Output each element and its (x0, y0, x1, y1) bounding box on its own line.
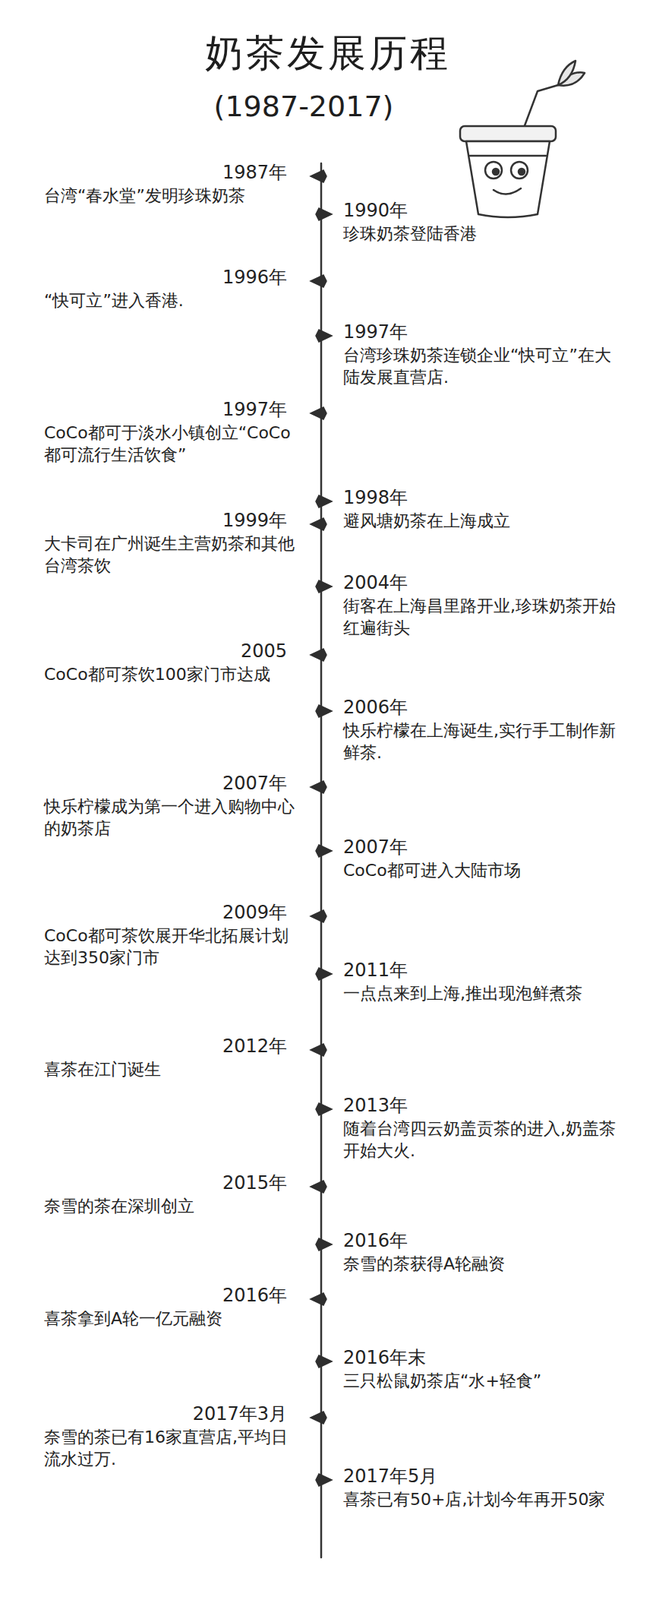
event-text: 大卡司在广州诞生主营奶茶和其他台湾茶饮 (44, 532, 301, 577)
timeline-marker (315, 329, 332, 342)
timeline-marker (315, 580, 332, 593)
timeline-entry: 2005CoCo都可茶饮100家门市达成 (44, 639, 301, 685)
timeline-entry: 1999年大卡司在广州诞生主营奶茶和其他台湾茶饮 (44, 508, 301, 577)
cup-icon (460, 60, 585, 218)
event-text: 避风塘奶茶在上海成立 (343, 509, 626, 532)
year-label: 2007年 (343, 835, 626, 859)
timeline-marker (310, 517, 327, 530)
year-label: 2005 (44, 639, 301, 663)
timeline-marker (315, 1472, 332, 1486)
date-range: (1987-2017) (0, 89, 608, 125)
timeline-marker (310, 1292, 327, 1305)
event-text: 快乐柠檬成为第一个进入购物中心的奶茶店 (44, 794, 301, 839)
year-label: 1990年 (343, 198, 626, 223)
timeline-marker (315, 1354, 332, 1367)
year-label: 2017年3月 (44, 1401, 301, 1426)
event-text: CoCo都可进入大陆市场 (343, 858, 626, 881)
year-label: 1997年 (44, 397, 301, 422)
event-text: 喜茶拿到A轮一亿元融资 (44, 1306, 301, 1329)
timeline-entry: 2012年喜茶在江门诞生 (44, 1034, 301, 1080)
timeline-entry: 2011年一点点来到上海,推出现泡鲜煮茶 (343, 958, 626, 1004)
year-label: 2011年 (343, 958, 626, 982)
timeline-marker (310, 648, 327, 661)
timeline-entry: 2007年快乐柠檬成为第一个进入购物中心的奶茶店 (44, 771, 301, 839)
timeline-entry: 2006年快乐柠檬在上海诞生,实行手工制作新鲜茶. (343, 695, 626, 764)
event-text: 三只松鼠奶茶店“水+轻食” (343, 1368, 626, 1391)
timeline-marker (310, 909, 327, 922)
timeline-marker (310, 406, 327, 420)
timeline-entry: 1990年珍珠奶茶登陆香港 (343, 198, 626, 245)
event-text: 喜茶在江门诞生 (44, 1057, 301, 1080)
timeline-entry: 2009年CoCo都可茶饮展开华北拓展计划达到350家门市 (44, 900, 301, 969)
timeline-marker (315, 844, 332, 857)
timeline-entry: 2013年随着台湾四云奶盖贡茶的进入,奶盖茶开始大火. (343, 1093, 626, 1161)
event-text: 喜茶已有50+店,计划今年再开50家 (343, 1487, 626, 1510)
year-label: 2004年 (343, 570, 626, 595)
year-label: 1998年 (343, 485, 626, 510)
timeline-entry: 1998年避风塘奶茶在上海成立 (343, 485, 626, 532)
timeline-marker (310, 170, 327, 183)
timeline-marker (315, 495, 332, 508)
timeline-entry: 1997年CoCo都可于淡水小镇创立“CoCo都可流行生活饮食” (44, 397, 301, 466)
timeline-entry: 1987年台湾“春水堂”发明珍珠奶茶 (44, 160, 301, 207)
event-text: 随着台湾四云奶盖贡茶的进入,奶盖茶开始大火. (343, 1116, 626, 1161)
timeline-marker (310, 274, 327, 287)
timeline-entry: 2016年喜茶拿到A轮一亿元融资 (44, 1283, 301, 1329)
timeline-entry: 2007年CoCo都可进入大陆市场 (343, 835, 626, 881)
year-label: 2007年 (44, 771, 301, 795)
timeline-marker (315, 704, 332, 717)
timeline-marker (310, 1043, 327, 1056)
year-label: 1987年 (44, 160, 301, 185)
year-label: 2016年末 (343, 1345, 626, 1369)
year-label: 1996年 (44, 265, 301, 290)
event-text: “快可立”进入香港. (44, 289, 301, 312)
timeline-marker (310, 1179, 327, 1193)
event-text: CoCo都可茶饮100家门市达成 (44, 662, 301, 685)
timeline-entry: 2015年奈雪的茶在深圳创立 (44, 1170, 301, 1217)
event-text: CoCo都可于淡水小镇创立“CoCo都可流行生活饮食” (44, 421, 301, 466)
timeline-marker (310, 780, 327, 793)
timeline-marker (315, 1237, 332, 1250)
year-label: 2009年 (44, 900, 301, 925)
timeline-axis (320, 163, 323, 1557)
timeline-entry: 2017年5月喜茶已有50+店,计划今年再开50家 (343, 1463, 626, 1510)
event-text: 珍珠奶茶登陆香港 (343, 222, 626, 245)
event-text: 一点点来到上海,推出现泡鲜煮茶 (343, 981, 626, 1004)
year-label: 2015年 (44, 1170, 301, 1195)
year-label: 1997年 (343, 320, 626, 344)
event-text: 台湾“春水堂”发明珍珠奶茶 (44, 184, 301, 207)
event-text: 奈雪的茶在深圳创立 (44, 1194, 301, 1217)
timeline-marker (315, 208, 332, 221)
event-text: 台湾珍珠奶茶连锁企业“快可立”在大陆发展直营店. (343, 343, 626, 388)
chart-title: 奶茶发展历程 (0, 30, 656, 76)
timeline-entry: 2004年街客在上海昌里路开业,珍珠奶茶开始红遍街头 (343, 570, 626, 639)
event-text: 奈雪的茶已有16家直营店,平均日流水过万. (44, 1425, 301, 1470)
timeline-entry: 2016年末三只松鼠奶茶店“水+轻食” (343, 1345, 626, 1391)
event-text: 街客在上海昌里路开业,珍珠奶茶开始红遍街头 (343, 594, 626, 639)
year-label: 2013年 (343, 1093, 626, 1117)
year-label: 2016年 (343, 1228, 626, 1253)
year-label: 2012年 (44, 1034, 301, 1058)
year-label: 2006年 (343, 695, 626, 720)
year-label: 1999年 (44, 508, 301, 533)
event-text: 快乐柠檬在上海诞生,实行手工制作新鲜茶. (343, 719, 626, 764)
timeline-marker (315, 967, 332, 980)
timeline-entry: 2016年奈雪的茶获得A轮融资 (343, 1228, 626, 1275)
timeline-marker (310, 1410, 327, 1423)
year-label: 2016年 (44, 1283, 301, 1307)
timeline-entry: 1997年台湾珍珠奶茶连锁企业“快可立”在大陆发展直营店. (343, 320, 626, 388)
timeline-entry: 2017年3月奈雪的茶已有16家直营店,平均日流水过万. (44, 1401, 301, 1470)
timeline-marker (315, 1102, 332, 1115)
event-text: CoCo都可茶饮展开华北拓展计划达到350家门市 (44, 924, 301, 969)
event-text: 奈雪的茶获得A轮融资 (343, 1252, 626, 1275)
timeline-entry: 1996年“快可立”进入香港. (44, 265, 301, 312)
year-label: 2017年5月 (343, 1463, 626, 1488)
